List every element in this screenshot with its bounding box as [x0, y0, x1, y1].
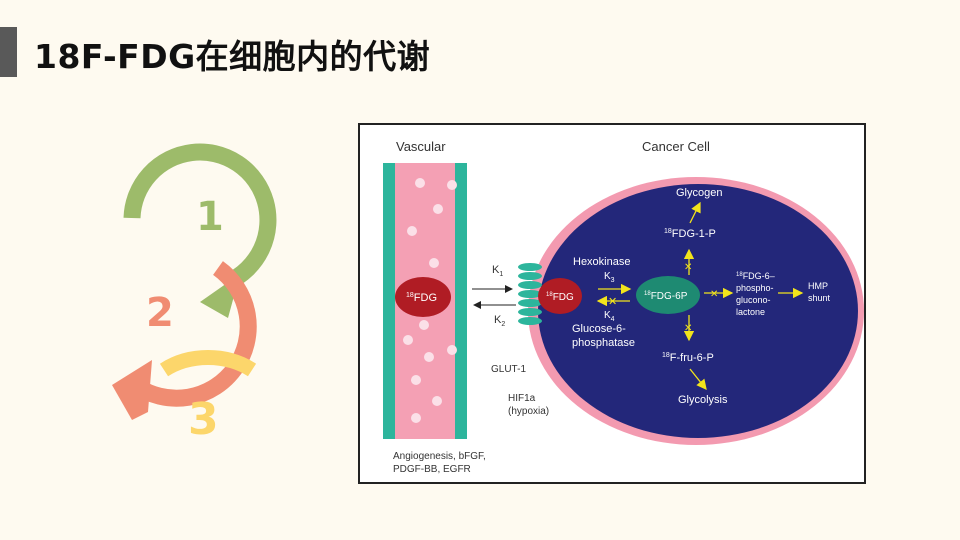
cycle-graphic: 1 2 3 — [112, 143, 277, 445]
glycogen-label: Glycogen — [676, 187, 722, 199]
vascular-label: Vascular — [396, 139, 446, 154]
phospho-label-2: phospho- — [736, 283, 774, 293]
fdg6p-label: FDG-6P — [651, 291, 688, 302]
vessel-wall-right — [455, 163, 467, 439]
hif1a-label: HIF1a — [508, 393, 536, 404]
vessel-wall-left — [383, 163, 395, 439]
cell-fdg-label: FDG — [553, 292, 574, 303]
hmp-label-2: shunt — [808, 293, 831, 303]
phospho-label-3: glucono- — [736, 295, 771, 305]
svg-text:K2: K2 — [494, 314, 505, 328]
title-accent-bar — [0, 27, 17, 77]
glucose6-label-2: phosphatase — [572, 337, 635, 349]
hmp-label-1: HMP — [808, 281, 828, 291]
fdg-metabolism-figure: Vascular Cancer Cell 18FDG K1 K2 GLUT-1 — [358, 123, 866, 484]
svg-text:K1: K1 — [492, 264, 503, 278]
svg-text:K4: K4 — [604, 310, 615, 323]
glycolysis-arrow — [689, 368, 707, 391]
cycle-number-3: 3 — [188, 394, 219, 445]
hexokinase-label: Hexokinase — [573, 256, 630, 268]
svg-text:18F-fru-6-P: 18F-fru-6-P — [662, 352, 714, 364]
cycle-arrowhead-2 — [112, 360, 152, 420]
vascular-fdg-label: FDG — [414, 292, 437, 304]
svg-text:✕: ✕ — [684, 323, 692, 334]
cycle-number-2: 2 — [146, 290, 174, 336]
cycle-arc-1 — [123, 143, 277, 290]
glut1-label: GLUT-1 — [491, 364, 526, 375]
svg-text:18FDG: 18FDG — [546, 292, 574, 303]
cell-fdg-node — [538, 278, 582, 314]
cancer-cell-label: Cancer Cell — [642, 139, 710, 154]
cell-cytoplasm — [538, 184, 858, 438]
svg-text:18FDG-6P: 18FDG-6P — [644, 291, 688, 302]
angiogenesis-label-1: Angiogenesis, bFGF, — [393, 451, 486, 462]
glut1-transporter — [518, 263, 542, 325]
svg-text:18FDG-1-P: 18FDG-1-P — [664, 228, 716, 240]
vascular-fdg-node — [395, 277, 451, 317]
slide-title: 18F-FDG在细胞内的代谢 — [34, 37, 431, 76]
fdg1p-label: FDG-1-P — [672, 228, 716, 240]
svg-text:18FDG: 18FDG — [406, 292, 437, 304]
fru6p-label: F-fru-6-P — [670, 352, 714, 364]
k4-block-mark: ✕ — [608, 296, 617, 308]
angiogenesis-label-2: PDGF-BB, EGFR — [393, 464, 471, 475]
svg-text:K3: K3 — [604, 271, 615, 284]
svg-text:✕: ✕ — [710, 289, 718, 300]
glycogen-arrow — [689, 201, 701, 224]
hypoxia-label: (hypoxia) — [508, 406, 549, 417]
fdg6p-node — [636, 276, 700, 314]
phospho-label-1: FDG-6– — [743, 271, 775, 281]
blood-cells — [403, 178, 457, 423]
glycolysis-label: Glycolysis — [678, 394, 728, 406]
cycle-number-1: 1 — [196, 194, 224, 240]
svg-text:✕: ✕ — [684, 262, 692, 273]
cycle-arc-3 — [159, 350, 257, 377]
svg-text:18FDG-6–: 18FDG-6– — [736, 271, 775, 281]
glucose6-label-1: Glucose-6- — [572, 323, 626, 335]
phospho-label-4: lactone — [736, 307, 765, 317]
